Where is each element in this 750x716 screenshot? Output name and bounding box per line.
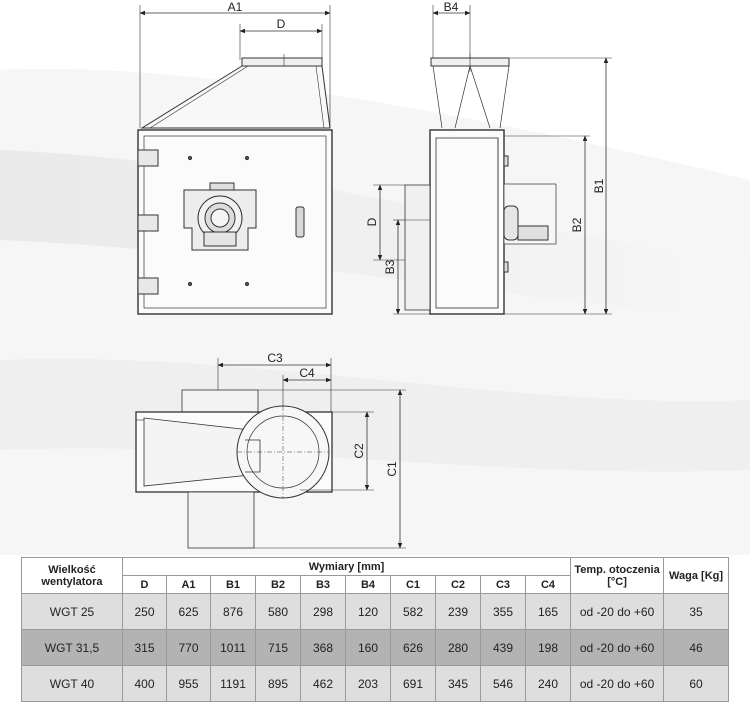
cell-name: WGT 31,5 [21, 629, 123, 666]
cell-weight: 46 [663, 629, 730, 666]
table-row: WGT 31,5 315 770 1011 715 368 160 626 28… [21, 629, 730, 666]
cell-value: 955 [166, 665, 211, 702]
header-dimensions-group: Wymiary [mm] [121, 557, 572, 576]
cell-value: 345 [435, 665, 481, 702]
cell-name: WGT 25 [21, 593, 123, 630]
front-view [137, 5, 333, 315]
label-b3: B3 [383, 259, 397, 274]
label-a1: A1 [228, 0, 243, 14]
cell-value: 198 [524, 629, 572, 666]
technical-drawing: A1 D B4 B1 B2 D B3 C3 C4 C2 C1 [135, 0, 612, 549]
side-view [373, 5, 612, 315]
cell-value: 160 [345, 629, 391, 666]
header-dim: C2 [435, 575, 481, 594]
label-c3: C3 [267, 351, 283, 365]
cell-value: 462 [300, 665, 346, 702]
header-dim: A1 [166, 575, 211, 594]
cell-value: 240 [524, 665, 572, 702]
cell-value: 715 [255, 629, 301, 666]
cell-value: 1191 [210, 665, 256, 702]
cell-value: 546 [480, 665, 526, 702]
cell-value: 368 [300, 629, 346, 666]
dimensions-table: Wielkość wentylatora Wymiary [mm] Temp. … [21, 557, 730, 702]
top-view [135, 358, 406, 549]
cell-value: 120 [345, 593, 391, 630]
header-dim: C1 [390, 575, 436, 594]
label-b2: B2 [570, 217, 584, 232]
cell-weight: 60 [663, 665, 730, 702]
cell-value: 626 [390, 629, 436, 666]
cell-temp: od -20 do +60 [570, 665, 665, 702]
cell-value: 355 [480, 593, 526, 630]
label-d-front: D [277, 17, 286, 31]
label-c1: C1 [385, 461, 399, 477]
cell-value: 582 [390, 593, 436, 630]
cell-value: 770 [166, 629, 211, 666]
cell-value: 315 [122, 629, 167, 666]
cell-value: 203 [345, 665, 391, 702]
table-row: WGT 25 250 625 876 580 298 120 582 239 3… [21, 593, 730, 630]
label-c2: C2 [352, 443, 366, 459]
header-fan-size: Wielkość wentylatora [21, 557, 123, 594]
cell-value: 280 [435, 629, 481, 666]
cell-value: 250 [122, 593, 167, 630]
label-c4: C4 [299, 366, 315, 380]
header-dim: C3 [480, 575, 526, 594]
header-temperature: Temp. otoczenia [°C] [570, 557, 665, 594]
cell-value: 165 [524, 593, 572, 630]
label-b1: B1 [592, 178, 606, 193]
cell-temp: od -20 do +60 [570, 629, 665, 666]
header-weight: Waga [Kg] [663, 557, 730, 594]
table-row: WGT 40 400 955 1191 895 462 203 691 345 … [21, 665, 730, 702]
cell-weight: 35 [663, 593, 730, 630]
label-b4: B4 [444, 0, 459, 14]
header-dim: D [122, 575, 167, 594]
cell-value: 1011 [210, 629, 256, 666]
cell-value: 691 [390, 665, 436, 702]
cell-value: 876 [210, 593, 256, 630]
header-dim: B3 [300, 575, 346, 594]
header-dim: B4 [345, 575, 391, 594]
cell-value: 298 [300, 593, 346, 630]
cell-value: 239 [435, 593, 481, 630]
cell-value: 400 [122, 665, 167, 702]
cell-value: 625 [166, 593, 211, 630]
cell-value: 895 [255, 665, 301, 702]
cell-temp: od -20 do +60 [570, 593, 665, 630]
label-d-side: D [365, 217, 379, 226]
header-dim: B2 [255, 575, 301, 594]
cell-value: 580 [255, 593, 301, 630]
cell-value: 439 [480, 629, 526, 666]
header-dim: C4 [524, 575, 572, 594]
cell-name: WGT 40 [21, 665, 123, 702]
header-dim: B1 [210, 575, 256, 594]
